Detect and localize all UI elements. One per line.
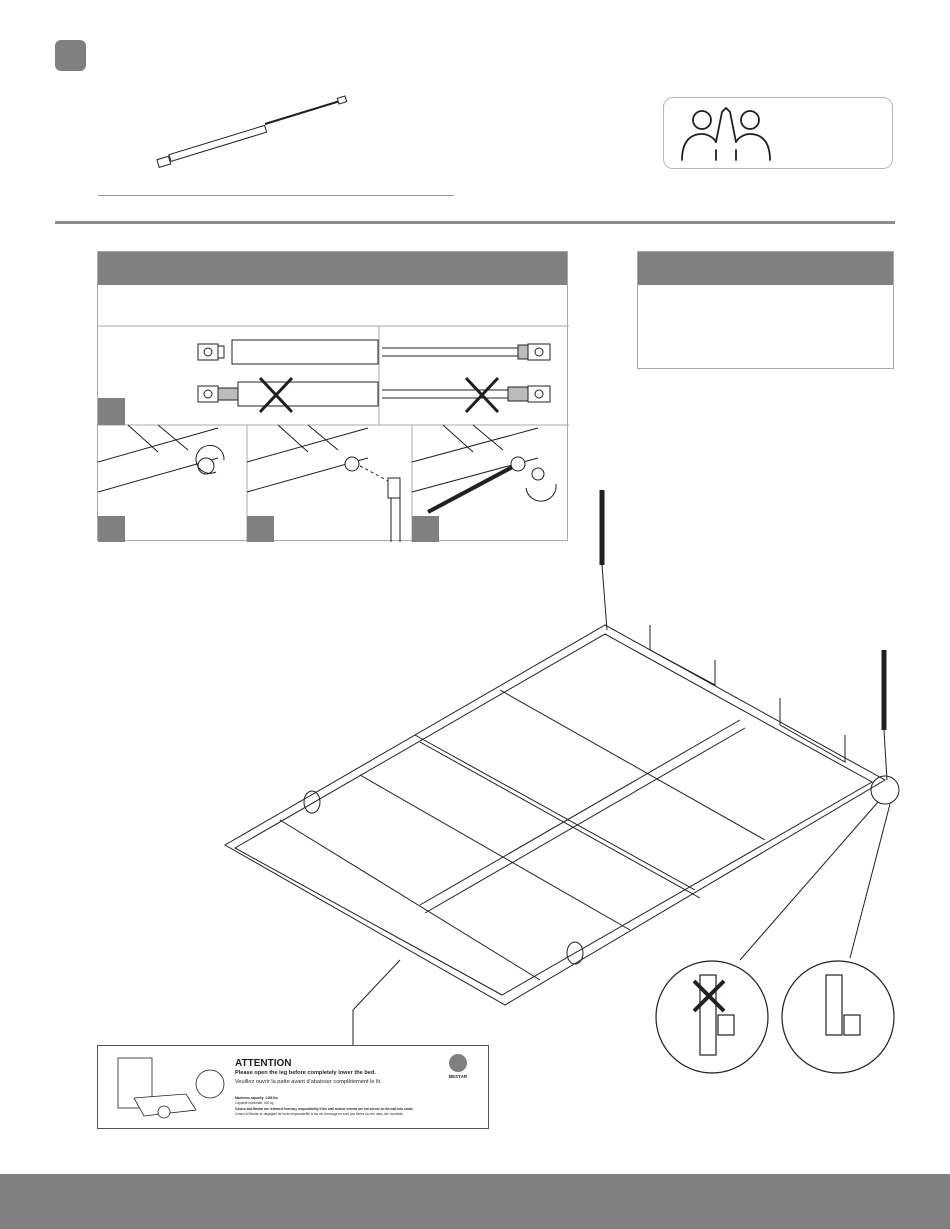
detail-callouts [655, 960, 895, 1074]
label-capacity-fr: Capacité maximale: 400 kg [235, 1101, 274, 1105]
step-badge [55, 40, 86, 71]
label-instruction-en: Please open the leg before completely lo… [235, 1070, 376, 1076]
two-person-required-box [663, 97, 893, 169]
brand-name: BESTAR [448, 1074, 468, 1079]
panel-header [98, 252, 567, 285]
gas-spring-instruction-panel [97, 251, 569, 542]
section-divider [55, 221, 895, 224]
two-person-icon [681, 107, 771, 161]
label-disclaimer-en: Costco and Bestar are released from any … [235, 1107, 414, 1111]
gas-spring-orientation-diagrams [98, 325, 569, 542]
panel-header [638, 252, 893, 285]
label-capacity-en: Maximum capacity: 1499 lbs [235, 1096, 278, 1100]
label-instruction-fr: Veuillez ouvrir la patte avant d'abaisse… [235, 1079, 382, 1085]
bed-lowering-illustration [117, 1057, 225, 1119]
brand-logo-icon [449, 1054, 467, 1072]
bed-frame-illustration [223, 490, 900, 1045]
label-disclaimer-fr: Costco et Bestar se dégagent de toute re… [235, 1112, 404, 1116]
attention-label: ATTENTION Please open the leg before com… [97, 1045, 489, 1129]
gas-spring-part-illustration [156, 95, 348, 169]
label-heading: ATTENTION [235, 1058, 292, 1069]
note-panel [637, 251, 894, 369]
footer-bar [0, 1174, 950, 1229]
part-underline [98, 195, 454, 196]
